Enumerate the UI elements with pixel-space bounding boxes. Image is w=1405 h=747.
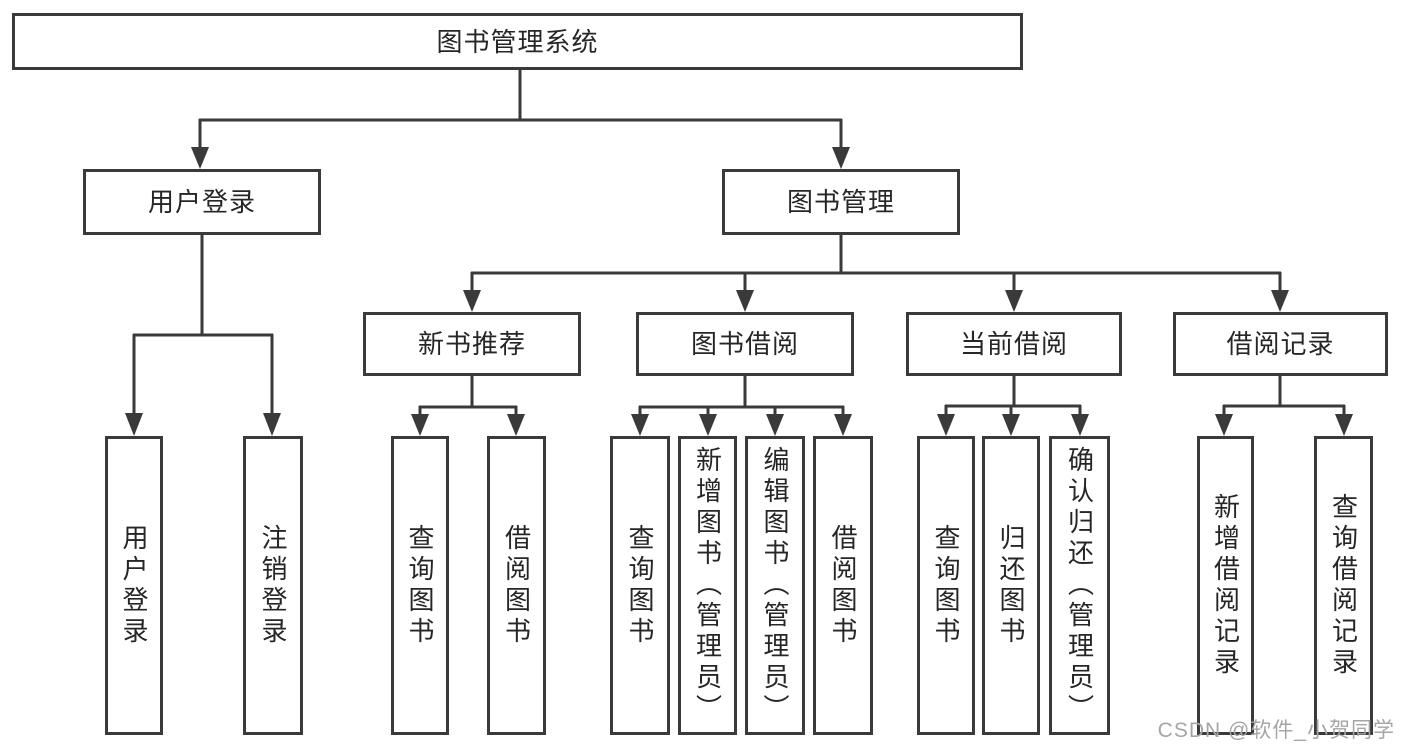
leaf-bb-edit-book-admin: 编辑图书（管理员） bbox=[745, 436, 805, 735]
leaf-br-query-record: 查询借阅记录 bbox=[1314, 436, 1373, 735]
leaf-bb-borrow-book: 借阅图书 bbox=[813, 436, 873, 735]
leaf-label: 归还图书 bbox=[996, 523, 1026, 648]
node-user-login: 用户登录 bbox=[83, 169, 321, 235]
node-borrow-record: 借阅记录 bbox=[1173, 312, 1388, 376]
leaf-cb-query-book: 查询图书 bbox=[917, 436, 975, 735]
node-book-borrow: 图书借阅 bbox=[636, 312, 854, 376]
node-new-book-recommend: 新书推荐 bbox=[363, 312, 581, 376]
leaf-label: 用户登录 bbox=[119, 523, 149, 648]
leaf-cb-return-book: 归还图书 bbox=[982, 436, 1040, 735]
arrowheads bbox=[125, 147, 1353, 436]
leaf-label: 查询图书 bbox=[405, 523, 435, 648]
leaf-label: 确认归还（管理员） bbox=[1064, 446, 1095, 725]
leaf-bb-query-book: 查询图书 bbox=[610, 436, 670, 735]
node-root: 图书管理系统 bbox=[12, 13, 1023, 70]
leaf-rec-query-book: 查询图书 bbox=[391, 436, 449, 735]
leaf-label: 借阅图书 bbox=[828, 523, 858, 648]
leaf-label: 新增借阅记录 bbox=[1210, 492, 1241, 679]
leaf-label: 查询借阅记录 bbox=[1328, 492, 1359, 679]
leaf-label: 新增图书（管理员） bbox=[692, 446, 723, 725]
node-book-management: 图书管理 bbox=[722, 169, 960, 235]
leaf-bb-add-book-admin: 新增图书（管理员） bbox=[678, 436, 737, 735]
leaf-br-add-record: 新增借阅记录 bbox=[1197, 436, 1254, 735]
leaf-label: 查询图书 bbox=[625, 523, 655, 648]
leaf-cb-confirm-return-admin: 确认归还（管理员） bbox=[1049, 436, 1110, 735]
leaf-label: 借阅图书 bbox=[501, 523, 532, 648]
leaf-label: 注销登录 bbox=[258, 523, 288, 648]
leaf-label: 查询图书 bbox=[931, 523, 961, 648]
node-current-borrow: 当前借阅 bbox=[906, 312, 1122, 376]
leaf-logout: 注销登录 bbox=[243, 436, 303, 735]
leaf-rec-borrow-book: 借阅图书 bbox=[487, 436, 546, 735]
csdn-watermark: CSDN @软件_小贺同学 bbox=[1157, 719, 1395, 742]
leaf-user-login: 用户登录 bbox=[105, 436, 163, 735]
leaf-label: 编辑图书（管理员） bbox=[760, 446, 790, 725]
